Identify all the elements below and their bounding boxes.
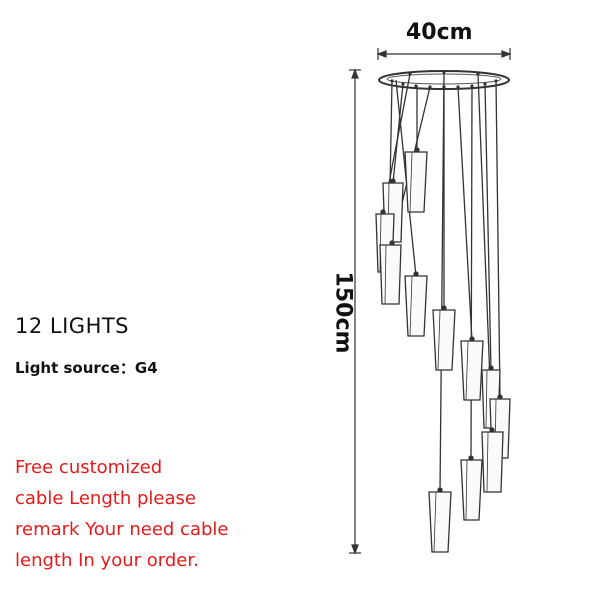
height-label: 150cm [330,271,356,354]
notice-line: length In your order. [15,550,199,571]
width-label: 40cm [406,20,473,45]
suspension-cables [382,71,501,493]
light-tube [460,336,484,401]
light-tube [460,455,483,521]
light-tube [481,427,504,493]
notice-line: cable Length please [15,488,196,509]
light-tube [428,487,452,553]
width-dimension-line [376,48,512,60]
lights-count-title: 12 LIGHTS [15,314,130,338]
notice-line: Free customized [15,457,163,478]
notice-line: remark Your need cable [15,519,229,540]
light-tubes [375,147,511,553]
light-tube [404,147,428,213]
light-tube [379,240,402,305]
height-dimension-line [349,68,361,555]
custom-cable-notice: Free customized cable Length please rema… [15,452,315,576]
light-source-spec: Light source：G4 [15,357,158,378]
light-source-value: G4 [134,359,158,377]
light-tube [404,271,428,337]
light-tube [432,305,456,371]
light-source-label: Light source： [15,359,135,377]
